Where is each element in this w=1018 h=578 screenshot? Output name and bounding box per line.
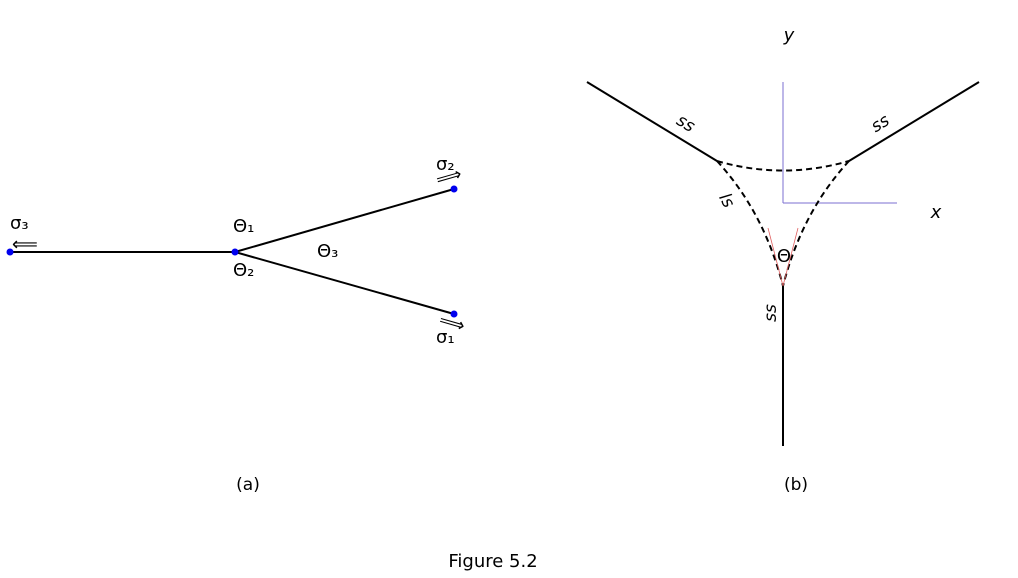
label-theta1: Θ₁ (233, 216, 254, 237)
endpoint-sigma3-dot (6, 248, 14, 256)
triple-junction-dot (231, 248, 239, 256)
y-axis-label: y (783, 25, 795, 46)
endpoint-sigma2-dot (450, 185, 458, 193)
panel-b: y x ss ss ss ls Θ (b) (586, 25, 980, 495)
x-axis-label: x (930, 202, 942, 223)
label-ss-bottom: ss (761, 304, 781, 322)
ls-curve-left (716, 160, 784, 287)
figure-title: Figure 5.2 (448, 551, 537, 572)
arrow-sigma3: ⟸ (12, 234, 38, 255)
caption-a: (a) (236, 475, 260, 495)
label-theta: Θ (777, 246, 791, 267)
label-sigma2: σ₂ (436, 154, 455, 175)
label-ss-right: ss (868, 111, 894, 137)
ss-boundary-left (586, 81, 718, 162)
label-sigma3: σ₃ (10, 213, 29, 234)
endpoint-sigma1-dot (450, 310, 458, 318)
label-theta2: Θ₂ (233, 260, 254, 281)
boundary-sigma2 (234, 188, 455, 253)
ls-curve-top (716, 160, 850, 172)
label-ls: ls (714, 190, 738, 212)
boundary-sigma1 (234, 251, 455, 315)
ss-boundary-right (848, 81, 980, 162)
panel-a: σ₃ ⟸ σ₂ ⟹ ⟹ σ₁ Θ₁ Θ₂ Θ₃ (a) (6, 154, 467, 495)
tangent-left (767, 227, 784, 287)
tangent-right (782, 227, 799, 287)
caption-b: (b) (784, 475, 808, 495)
label-sigma1: σ₁ (436, 327, 455, 348)
label-ss-left: ss (673, 111, 699, 137)
label-theta3: Θ₃ (317, 241, 338, 262)
ls-curve-right (782, 160, 850, 287)
